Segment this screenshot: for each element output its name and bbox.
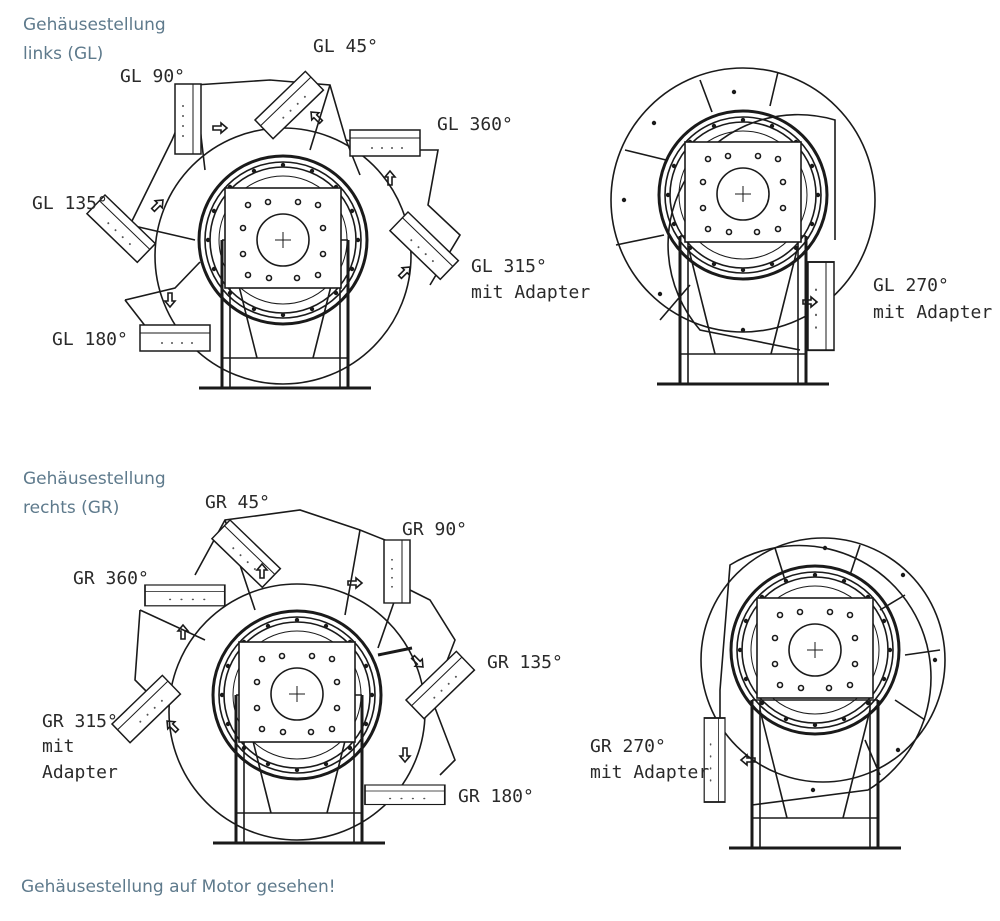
- heading-housing-right: Gehäusestellung rechts (GR): [23, 465, 166, 523]
- label-gl-90: GL 90°: [120, 66, 185, 87]
- label-gr-45: GR 45°: [205, 492, 270, 513]
- label-gl-135: GL 135°: [32, 193, 108, 214]
- label-gr-270: GR 270°: [590, 736, 666, 757]
- label-gl-45: GL 45°: [313, 36, 378, 57]
- label-gl-270-adapter: mit Adapter: [873, 302, 992, 323]
- gr-fan-assembly: [111, 509, 476, 845]
- heading-gl-line1: Gehäusestellung: [23, 15, 166, 35]
- label-gl-360: GL 360°: [437, 114, 513, 135]
- label-gr-180: GR 180°: [458, 786, 534, 807]
- label-gr-360: GR 360°: [73, 568, 149, 589]
- label-gr-90: GR 90°: [402, 519, 467, 540]
- label-gr-315-adapter: Adapter: [42, 762, 118, 783]
- footer-note: Gehäusestellung auf Motor gesehen!: [21, 877, 336, 897]
- heading-gr-line2: rechts (GR): [23, 498, 120, 518]
- label-gr-135: GR 135°: [487, 652, 563, 673]
- gl-fan-assembly: [86, 70, 462, 390]
- label-gl-315-adapter: mit Adapter: [471, 282, 590, 303]
- heading-gl-line2: links (GL): [23, 44, 104, 64]
- label-gl-270: GL 270°: [873, 275, 949, 296]
- heading-housing-left: Gehäusestellung links (GL): [23, 11, 166, 69]
- label-gl-315: GL 315°: [471, 256, 547, 277]
- label-gr-270-adapter: mit Adapter: [590, 762, 709, 783]
- label-gr-315-mit: mit: [42, 736, 75, 757]
- gl-270-fan-assembly: [610, 67, 876, 386]
- gr-270-fan-assembly: [700, 537, 946, 850]
- label-gr-315: GR 315°: [42, 711, 118, 732]
- heading-gr-line1: Gehäusestellung: [23, 469, 166, 489]
- label-gl-180: GL 180°: [52, 329, 128, 350]
